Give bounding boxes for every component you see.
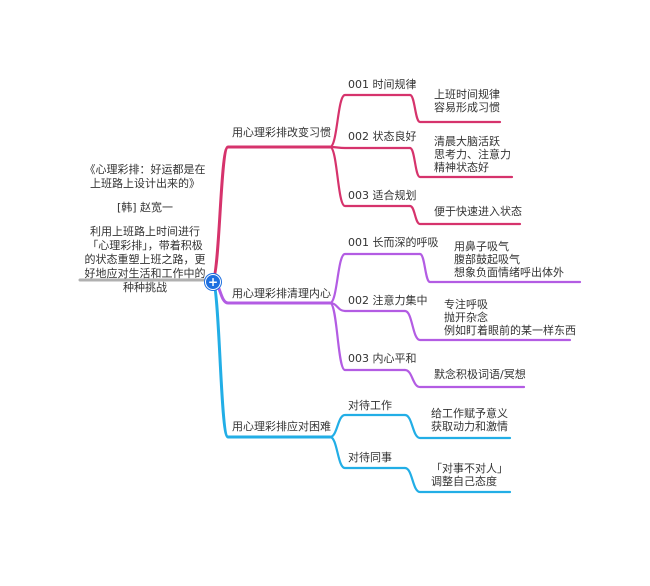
detail-label[interactable]: 默念积极词语/冥想 bbox=[434, 368, 526, 381]
detail-connector bbox=[403, 413, 512, 440]
detail-label[interactable]: 给工作赋予意义 获取动力和激情 bbox=[431, 407, 508, 433]
detail-connector bbox=[408, 146, 514, 179]
branch-label[interactable]: 用心理彩排改变习惯 bbox=[232, 126, 331, 139]
detail-label[interactable]: 上班时间规律 容易形成习惯 bbox=[434, 88, 500, 114]
root-title: 《心理彩排：好运都是在上班路上设计出来的》 bbox=[84, 163, 206, 190]
sub-topic-label[interactable]: 003 适合规划 bbox=[348, 189, 417, 202]
sub-connector bbox=[328, 145, 412, 150]
detail-label[interactable]: 便于快速进入状态 bbox=[434, 205, 522, 218]
sub-topic-label[interactable]: 对待工作 bbox=[348, 399, 392, 412]
sub-topic-label[interactable]: 001 时间规律 bbox=[348, 78, 417, 91]
branch-connector bbox=[210, 145, 332, 282]
detail-connector bbox=[403, 368, 526, 389]
root-topic[interactable]: 《心理彩排：好运都是在上班路上设计出来的》 [韩] 赵宽一 利用上班路上时间进行… bbox=[82, 163, 208, 305]
sub-topic-label[interactable]: 003 内心平和 bbox=[348, 352, 417, 365]
sub-connector bbox=[328, 145, 412, 208]
sub-topic-label[interactable]: 002 注意力集中 bbox=[348, 294, 428, 307]
sub-connector bbox=[328, 93, 412, 149]
root-summary: 利用上班路上时间进行「心理彩排」，带着积极的状态重塑上班之路，更好地应对生活和工… bbox=[84, 225, 206, 294]
root-author: [韩] 赵宽一 bbox=[116, 201, 174, 214]
detail-connector bbox=[403, 309, 572, 342]
detail-connector bbox=[408, 93, 502, 124]
sub-connector bbox=[328, 301, 407, 372]
sub-topic-label[interactable]: 001 长而深的呼吸 bbox=[348, 236, 439, 249]
detail-connector bbox=[408, 204, 522, 226]
plus-icon[interactable]: + bbox=[205, 274, 221, 290]
sub-topic-label[interactable]: 对待同事 bbox=[348, 451, 392, 464]
detail-label[interactable]: 用鼻子吸气 腹部鼓起吸气 想象负面情绪呼出体外 bbox=[454, 240, 564, 279]
branch-label[interactable]: 用心理彩排清理内心 bbox=[232, 287, 331, 300]
sub-connector bbox=[328, 413, 407, 439]
sub-connector bbox=[328, 252, 422, 305]
detail-label[interactable]: 「对事不对人」 调整自己态度 bbox=[431, 462, 508, 488]
detail-connector bbox=[403, 466, 512, 494]
detail-label[interactable]: 清晨大脑活跃 思考力、注意力 精神状态好 bbox=[434, 135, 511, 174]
sub-topic-label[interactable]: 002 状态良好 bbox=[348, 130, 417, 143]
detail-label[interactable]: 专注呼吸 抛开杂念 例如盯着眼前的某一样东西 bbox=[444, 298, 576, 337]
branch-label[interactable]: 用心理彩排应对困难 bbox=[232, 420, 331, 433]
detail-connector bbox=[418, 252, 582, 284]
sub-connector bbox=[328, 435, 407, 470]
